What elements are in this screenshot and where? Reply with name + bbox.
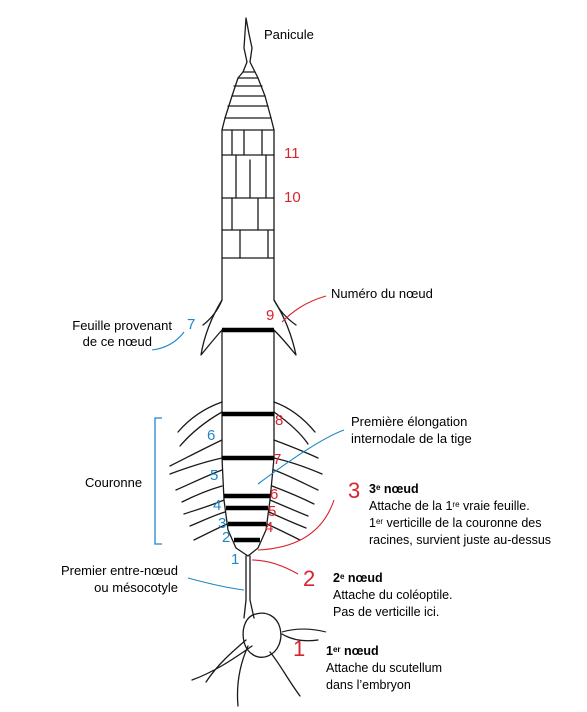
note-node3-line3: racines, survient juste au-dessus [369,533,552,547]
note-node3-line1: Attache de la 1re vraie feuille. [369,499,530,513]
label-premiere-elongation-2: internodale de la tige [351,431,472,446]
note-node3-line2: 1er verticille de la couronne des [369,516,542,530]
node-number-3-blue: 3 [218,515,227,532]
label-premier-entre-noeud-2: ou mésocotyle [94,580,178,595]
panicle-shape [242,17,256,73]
node-number-2-blue: 2 [222,529,231,546]
node-number-5-blue: 5 [210,467,219,484]
mesocotyl [243,555,255,619]
note-node3-title: 3e nœud [369,482,419,496]
node-number-5-red: 5 [268,503,277,520]
node-number-4-red: 4 [265,519,274,536]
label-panicule: Panicule [264,27,314,42]
seed [242,612,282,658]
node-number-9: 9 [266,307,275,324]
leaf-9-left [200,299,223,356]
leader-numero [281,295,327,323]
leader-node2 [251,559,299,575]
label-numero-noeud: Numéro du nœud [331,286,433,301]
node-number-1-blue: 1 [231,551,240,568]
big-number-3: 3 [348,478,361,503]
note-node1-title: 1er nœud [326,644,379,658]
crown-body [221,411,275,557]
leader-node3 [257,499,335,551]
note-node2-line2: Pas de verticille ici. [333,605,440,619]
note-node2-title: 2e nœud [333,571,383,585]
leader-mesocotyle [187,577,245,591]
label-feuille-1: Feuille provenant [72,318,172,333]
node-number-7-blue: 7 [187,316,196,333]
note-node1-line1: Attache du scutellum [326,661,443,675]
note-node1-line2: dans l’embryon [326,678,411,692]
node-number-7-red: 7 [273,451,282,468]
note-node2-line1: Attache du coléoptile. [333,588,453,602]
label-couronne: Couronne [85,475,143,490]
node-number-6-red: 6 [270,486,279,503]
node-number-10: 10 [284,189,301,206]
label-premier-entre-noeud-1: Premier entre-nœud [60,563,178,578]
node-number-8: 8 [275,412,284,429]
leaf-9-right [273,299,297,356]
node-number-4-blue: 4 [213,497,222,514]
big-number-2: 2 [303,566,316,591]
upper-sheath [221,71,275,259]
big-number-1: 1 [293,636,306,661]
node-number-11: 11 [284,145,300,162]
stem-body [221,329,275,413]
node-number-6-blue: 6 [207,427,216,444]
couronne-bracket [154,417,162,545]
leader-feuille [151,331,185,351]
leader-node1 [281,628,327,633]
label-feuille-2: de ce nœud [82,334,152,349]
label-premiere-elongation-1: Première élongation [351,414,468,429]
leader-elongation [257,429,345,485]
